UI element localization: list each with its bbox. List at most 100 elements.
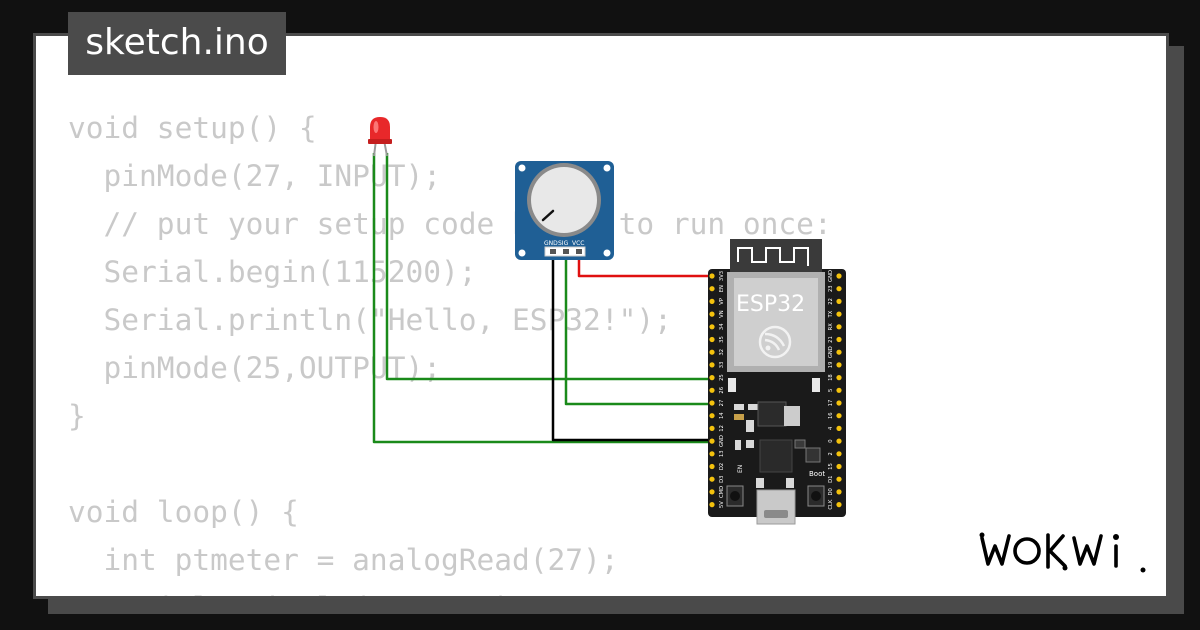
right-pin-5[interactable]	[836, 387, 842, 393]
right-pin-rx[interactable]	[836, 324, 842, 330]
left-pin-vn[interactable]	[709, 311, 715, 317]
right-pin-18[interactable]	[836, 375, 842, 381]
right-pin-gnd[interactable]	[836, 273, 842, 279]
left-pin-label: 26	[719, 387, 725, 394]
right-pin-23[interactable]	[836, 286, 842, 292]
right-pin-label: D0	[828, 488, 834, 495]
code-card: void setup() { pinMode(27, INPUT); // pu…	[33, 33, 1169, 599]
en-button[interactable]	[726, 485, 744, 507]
right-pin-gnd[interactable]	[836, 349, 842, 355]
right-pin-d1[interactable]	[836, 476, 842, 482]
left-pin-label: 32	[719, 349, 725, 356]
left-pin-label: EN	[719, 285, 725, 292]
sketch-title-tab: sketch.ino	[68, 12, 286, 75]
left-pin-12[interactable]	[709, 425, 715, 431]
left-pin-label: 35	[719, 336, 725, 343]
right-pin-label: GND	[828, 270, 834, 282]
left-pin-3v3[interactable]	[709, 273, 715, 279]
right-pin-label: 22	[828, 298, 834, 305]
left-pin-13[interactable]	[709, 451, 715, 457]
usb-port[interactable]	[756, 489, 796, 525]
right-pin-19[interactable]	[836, 362, 842, 368]
right-pin-21[interactable]	[836, 336, 842, 343]
left-pin-26[interactable]	[709, 387, 715, 393]
right-pin-label: CLK	[828, 499, 834, 510]
code-line: void loop() {	[68, 495, 299, 529]
right-pin-label: 5	[828, 389, 834, 392]
code-line: Serial.println(ptmeter);	[68, 584, 832, 596]
left-pin-label: CMD	[719, 486, 725, 498]
left-pin-d3[interactable]	[709, 476, 715, 482]
left-pin-label: 5V	[719, 501, 725, 508]
left-pin-5v[interactable]	[709, 502, 715, 508]
right-pin-label: 4	[828, 426, 834, 430]
wire-pot-sig[interactable]	[564, 252, 712, 406]
pot-pin-label-gnd: GND	[544, 240, 558, 247]
led-component[interactable]	[368, 117, 392, 157]
left-pin-33[interactable]	[709, 362, 715, 368]
boot-button[interactable]	[807, 485, 825, 507]
wire-led-gnd[interactable]	[372, 153, 712, 444]
wire-pot-gnd[interactable]	[551, 252, 712, 442]
wokwi-logo	[979, 532, 1146, 573]
right-pin-17[interactable]	[836, 400, 842, 406]
right-pin-label: 17	[828, 400, 834, 407]
left-pin-vp[interactable]	[709, 298, 715, 304]
right-pin-label: 0	[828, 439, 834, 442]
right-pin-15[interactable]	[836, 463, 842, 470]
right-pin-label: TX	[828, 310, 834, 318]
code-line: pinMode(27, INPUT);	[68, 159, 441, 193]
right-pin-label: 16	[828, 412, 834, 419]
left-pin-label: 12	[719, 425, 725, 432]
left-pin-label: 27	[719, 400, 725, 407]
left-pin-label: 13	[719, 450, 725, 457]
right-pin-tx[interactable]	[836, 311, 842, 317]
right-pin-label: GND	[828, 346, 834, 358]
potentiometer-component[interactable]: GND SIG VCC	[515, 161, 614, 260]
left-pin-label: 33	[719, 362, 725, 369]
wire-led-25[interactable]	[385, 153, 712, 381]
right-pin-label: 23	[828, 285, 834, 292]
code-line: Serial.println("Hello, ESP32!");	[68, 303, 672, 337]
left-pin-32[interactable]	[709, 349, 715, 355]
left-pin-34[interactable]	[709, 324, 715, 330]
right-pin-4[interactable]	[836, 425, 842, 431]
right-pin-0[interactable]	[836, 438, 842, 444]
right-pin-label: D1	[828, 476, 834, 483]
left-pin-label: D3	[719, 476, 725, 483]
pot-pin-label-sig: SIG	[558, 240, 569, 247]
code-line: pinMode(25,OUTPUT);	[68, 351, 441, 385]
left-pin-25[interactable]	[709, 375, 715, 381]
en-label: EN	[737, 465, 744, 473]
left-pin-en[interactable]	[709, 286, 715, 292]
boot-label: Boot	[809, 470, 825, 478]
code-line: int ptmeter = analogRead(27);	[68, 543, 619, 577]
right-pin-22[interactable]	[836, 298, 842, 304]
pot-pin-label-vcc: VCC	[572, 240, 584, 247]
right-pin-16[interactable]	[836, 413, 842, 419]
right-pin-label: 2	[828, 452, 834, 455]
right-pin-label: 15	[828, 463, 834, 470]
left-pin-gnd[interactable]	[709, 438, 715, 444]
esp32-chip-label: ESP32	[736, 292, 805, 317]
left-pin-27[interactable]	[709, 400, 715, 406]
right-pin-d0[interactable]	[836, 489, 842, 495]
right-pin-label: 19	[828, 362, 834, 369]
left-pin-label: 34	[719, 323, 725, 330]
code-line: }	[68, 399, 86, 433]
potentiometer-knob[interactable]	[541, 209, 555, 222]
left-pin-cmd[interactable]	[709, 489, 715, 495]
right-pin-clk[interactable]	[836, 502, 842, 508]
esp32-board[interactable]: ESP32 3V3ENVPVN343532332526271412GND13D2…	[708, 239, 846, 525]
left-pin-label: 3V3	[719, 271, 725, 281]
right-pin-label: RX	[828, 323, 834, 331]
logo-dot	[765, 345, 771, 351]
right-pin-2[interactable]	[836, 451, 842, 457]
left-pin-label: 25	[719, 374, 725, 381]
left-pin-35[interactable]	[709, 336, 715, 343]
left-pin-label: VN	[719, 310, 725, 318]
right-pin-label: 21	[828, 336, 834, 343]
left-pin-d2[interactable]	[709, 463, 715, 470]
left-pin-14[interactable]	[709, 413, 715, 419]
